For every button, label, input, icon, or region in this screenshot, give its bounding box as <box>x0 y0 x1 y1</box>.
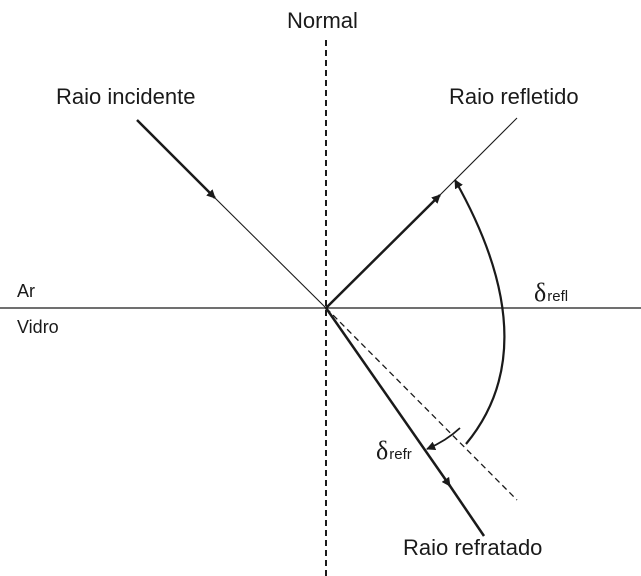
reflection-angle-arc <box>454 179 506 445</box>
refraction-angle-label: δrefr <box>376 438 412 464</box>
reflected-ray-label: Raio refletido <box>449 84 579 109</box>
reflection-angle-label: δrefl <box>534 280 568 306</box>
air-label: Ar <box>17 281 35 301</box>
refraction-angle-arc <box>426 427 461 451</box>
incident-ray-thick <box>136 119 216 199</box>
normal-label: Normal <box>287 8 358 33</box>
reflected-ray-thick <box>325 194 441 309</box>
refraction-angle-symbol: δ <box>376 436 389 465</box>
reflection-angle-subscript: refl <box>547 288 569 305</box>
glass-label: Vidro <box>17 317 59 337</box>
refracted-ray-thick <box>324 307 452 487</box>
incident-ray-thin <box>214 197 327 309</box>
reflection-angle-symbol: δ <box>534 278 547 307</box>
reflected-ray-thin <box>439 117 518 196</box>
refraction-angle-subscript: refr <box>389 446 412 463</box>
refracted-ray-label: Raio refratado <box>403 535 543 560</box>
undeviated-dashed-ray <box>325 307 518 501</box>
refracted-ray-thin <box>446 482 486 537</box>
incident-ray-label: Raio incidente <box>56 84 196 109</box>
